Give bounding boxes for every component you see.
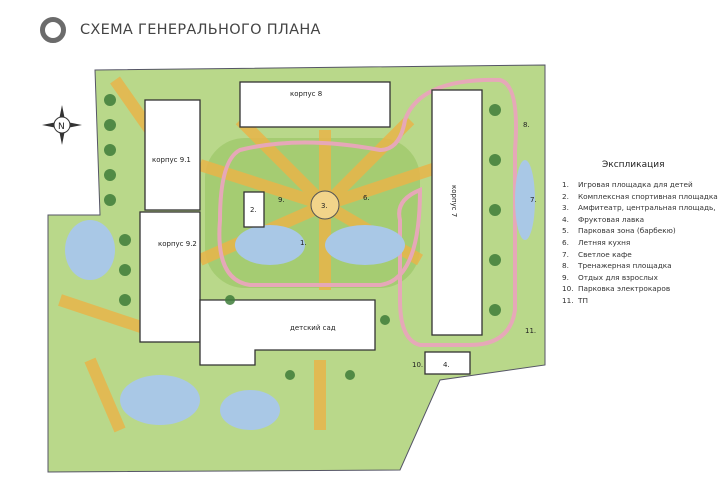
building-9-1 bbox=[144, 99, 201, 211]
marker-11: 11. bbox=[525, 327, 536, 335]
marker-4: 4. bbox=[443, 361, 450, 369]
legend-item: 2.Комплексная спортивная площадка bbox=[562, 191, 718, 201]
legend-item: 10.Парковка электрокаров bbox=[562, 284, 671, 294]
trees bbox=[104, 94, 501, 380]
legend-item: 1.Игровая площадка для детей bbox=[562, 180, 693, 189]
label-building-9-1: корпус 9.1 bbox=[152, 156, 191, 164]
legend-item: 11.ТП bbox=[562, 295, 588, 305]
legend: Экспликация 1.Игровая площадка для детей… bbox=[562, 160, 718, 308]
marker-8: 8. bbox=[523, 121, 530, 129]
ring-logo-icon bbox=[40, 17, 66, 43]
page-header: СХЕМА ГЕНЕРАЛЬНОГО ПЛАНА bbox=[40, 17, 321, 43]
label-building-9-2: корпус 9.2 bbox=[158, 240, 197, 248]
fruit-kiosk bbox=[424, 351, 471, 375]
legend-item: 8.Тренажерная площадка bbox=[562, 261, 672, 271]
marker-7: 7. bbox=[530, 196, 537, 204]
legend-item: 5.Парковая зона (барбекю) bbox=[562, 226, 676, 236]
compass-rose-icon: N bbox=[42, 105, 82, 145]
compass-north-label: N bbox=[58, 122, 65, 132]
marker-2: 2. bbox=[250, 206, 257, 214]
building-8 bbox=[239, 81, 391, 128]
kindergarten-building bbox=[199, 299, 376, 366]
label-building-8: корпус 8 bbox=[290, 90, 322, 98]
legend-item: 6.Летняя кухня bbox=[562, 237, 631, 247]
marker-1: 1. bbox=[300, 239, 307, 247]
water-features bbox=[65, 160, 535, 430]
running-track bbox=[217, 77, 518, 347]
marker-3: 3. bbox=[321, 202, 328, 210]
sports-ground bbox=[243, 191, 265, 228]
building-9-2 bbox=[139, 211, 201, 343]
marker-6: 6. bbox=[363, 194, 370, 202]
label-building-7: корпус 7 bbox=[450, 185, 458, 217]
marker-9: 9. bbox=[278, 196, 285, 204]
legend-item: 7.Светлое кафе bbox=[562, 249, 632, 259]
page-title: СХЕМА ГЕНЕРАЛЬНОГО ПЛАНА bbox=[80, 22, 321, 38]
building-7 bbox=[431, 89, 483, 336]
label-kindergarten: детский сад bbox=[290, 324, 336, 332]
legend-item: 4.Фруктовая лавка bbox=[562, 214, 645, 224]
legend-title: Экспликация bbox=[602, 160, 665, 170]
central-plaza bbox=[310, 190, 340, 220]
legend-item: 9.Отдых для взрослых bbox=[562, 272, 658, 282]
legend-item: 3.Амфитеатр, центральная площадь, bbox=[562, 203, 716, 213]
marker-10: 10. bbox=[412, 361, 423, 369]
